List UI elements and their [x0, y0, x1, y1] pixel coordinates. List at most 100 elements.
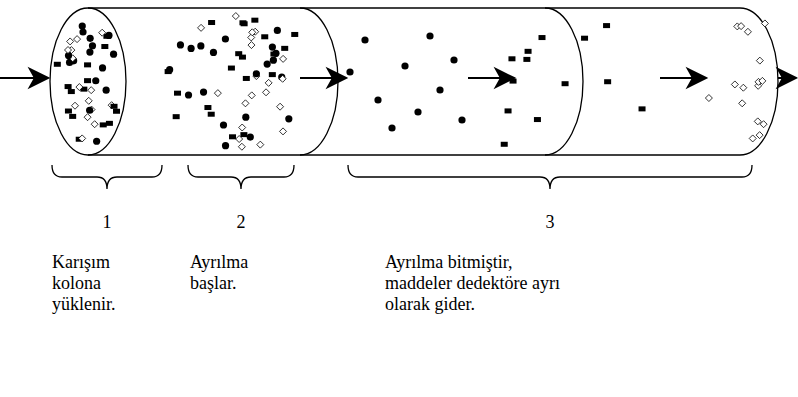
particle-circle: [242, 114, 249, 121]
particle-square: [208, 20, 215, 25]
particle-square: [68, 89, 75, 94]
particle-diamond: [85, 97, 92, 104]
callout-number: 3: [535, 212, 565, 233]
particle-diamond: [198, 24, 205, 31]
particles: [54, 13, 769, 151]
particle-circle: [414, 108, 421, 115]
particle-circle: [222, 142, 229, 149]
particle-square: [505, 108, 512, 113]
particle-circle: [269, 43, 276, 50]
particle-diamond: [280, 128, 287, 135]
particle-diamond: [74, 36, 81, 43]
column-wall: [88, 7, 740, 8]
particle-diamond: [238, 143, 245, 150]
particle-circle: [270, 57, 277, 64]
particle-diamond: [236, 136, 243, 143]
particle-circle: [185, 91, 192, 98]
particle-diamond: [65, 47, 72, 54]
particle-circle: [86, 107, 93, 114]
particle-circle: [388, 124, 395, 131]
particle-diamond: [744, 28, 751, 35]
step-note: Ayrılma bitmiştir, maddeler dedektöre ay…: [385, 252, 569, 315]
particle-square: [525, 49, 532, 54]
callout-number: 2: [226, 212, 256, 233]
particle-circle: [87, 35, 94, 42]
particle-circle: [210, 49, 217, 56]
particle-circle: [177, 41, 184, 48]
particle-square: [239, 55, 246, 60]
particle-square: [84, 62, 91, 67]
particle-square: [174, 91, 181, 96]
particle-square: [228, 66, 235, 71]
particle-diamond: [67, 38, 74, 45]
particle-square: [534, 117, 541, 122]
particle-circle: [247, 133, 254, 140]
particle-square: [251, 18, 258, 23]
particle-square: [261, 34, 268, 39]
brace: [348, 165, 752, 189]
particle-circle: [374, 96, 381, 103]
particle-diamond: [72, 102, 79, 109]
particle-square: [291, 32, 298, 37]
particle-square: [101, 44, 108, 49]
particle-diamond: [248, 42, 255, 49]
particle-diamond: [754, 118, 761, 125]
particle-circle: [436, 86, 443, 93]
particle-diamond: [99, 29, 106, 36]
flow-arrowhead: [688, 69, 706, 87]
particle-square: [100, 122, 107, 127]
particle-diamond: [279, 75, 286, 82]
particle-circle: [253, 70, 260, 77]
particle-circle: [110, 51, 117, 58]
particle-circle: [264, 60, 271, 67]
column-wall: [88, 154, 740, 155]
particle-circle: [401, 62, 408, 69]
particle-square: [581, 36, 588, 41]
particle-diamond: [242, 100, 249, 107]
particle-square: [65, 109, 72, 114]
particle-diamond: [249, 29, 256, 36]
particle-square: [106, 121, 113, 126]
particle-diamond: [739, 100, 746, 107]
flow-arrowhead: [328, 69, 346, 87]
particle-diamond: [761, 20, 768, 27]
step-note: Karışım kolona yüklenir.: [52, 252, 152, 315]
particle-diamond: [265, 79, 272, 86]
particle-circle: [197, 42, 204, 49]
flow-arrowhead: [778, 69, 796, 87]
particle-diamond: [277, 103, 284, 110]
particle-diamond: [263, 89, 270, 96]
particle-circle: [89, 42, 96, 49]
particle-circle: [99, 64, 106, 71]
particle-diamond: [79, 135, 86, 142]
particle-diamond: [84, 114, 91, 121]
particle-diamond: [88, 87, 95, 94]
particle-circle: [103, 87, 110, 94]
particle-square: [84, 78, 91, 83]
particle-square: [103, 34, 110, 39]
particle-square: [270, 52, 277, 57]
particle-diamond: [248, 92, 255, 99]
callout-number: 1: [92, 212, 122, 233]
particle-square: [204, 105, 211, 110]
particle-diamond: [731, 81, 738, 88]
particle-circle: [361, 36, 368, 43]
particle-diamond: [759, 77, 766, 84]
particle-square: [111, 104, 118, 109]
particle-diamond: [738, 23, 745, 30]
particle-square: [269, 72, 276, 77]
particle-square: [113, 109, 120, 114]
particle-diamond: [76, 84, 83, 91]
flow-arrowhead: [30, 69, 48, 87]
particle-circle: [222, 35, 229, 42]
particle-square: [65, 84, 72, 89]
step-note: Ayrılma başlar.: [190, 252, 274, 294]
particle-square: [243, 76, 250, 81]
particle-square: [69, 114, 76, 119]
particle-square: [603, 23, 610, 28]
particle-diamond: [214, 90, 221, 97]
particle-diamond: [705, 95, 712, 102]
brace: [188, 165, 294, 189]
particle-square: [604, 79, 611, 84]
